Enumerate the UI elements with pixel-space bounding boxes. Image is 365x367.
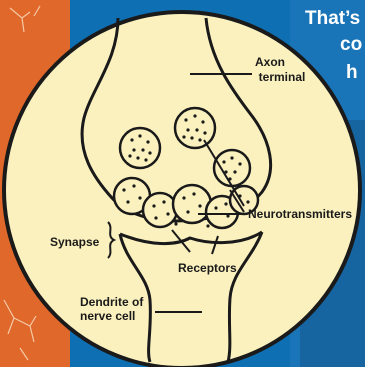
label-axon-terminal-line1: Axon <box>255 55 285 69</box>
background-text-1: That’s <box>305 8 360 29</box>
label-synapse: Synapse <box>50 235 100 249</box>
label-receptors: Receptors <box>178 261 237 275</box>
label-dendrite-line1: Dendrite of <box>80 295 144 309</box>
vesicle-releasing <box>214 150 250 186</box>
label-axon-terminal-line2: terminal <box>259 70 306 84</box>
background-text-2: co <box>340 34 362 55</box>
background-text-3: h <box>346 62 358 83</box>
vesicle-right <box>175 108 215 148</box>
label-neurotransmitters: Neurotransmitters <box>248 207 352 221</box>
vesicle-left <box>120 128 160 168</box>
label-dendrite-line2: nerve cell <box>80 309 135 323</box>
